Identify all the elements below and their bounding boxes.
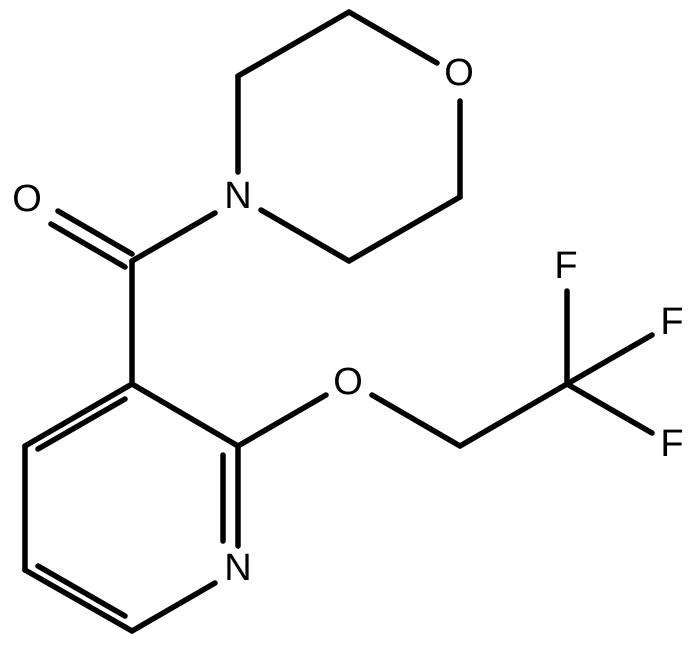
bond-ring-c3-c4-inner [35,396,128,452]
carbonyl-oxygen-label: O [12,178,42,220]
bond-morpholine-upper-left [235,9,352,79]
bond-layer [22,9,655,634]
bond-ring-c5-c6-inner [35,563,128,619]
bond-ring-c3-c4 [22,381,135,449]
bond-cf3-to-f-right [564,332,655,387]
pyridine-nitrogen-label: N [224,547,251,589]
bond-ring-c6-n [129,580,218,634]
bond-carbonyl-double-inner [48,221,128,270]
fluorine-top-label: F [554,245,577,287]
morpholine-nitrogen-label: N [224,175,251,217]
morpholine-oxygen-label: O [444,52,474,94]
bond-cf3-to-f-bottom [564,381,655,436]
bond-carbonyl-double-outer [55,208,135,257]
bond-c2-to-ether-oxygen [235,392,329,449]
bond-morpholine-lower-right [346,194,463,264]
atom-label-layer: O N O O N F F F [12,52,683,589]
fluorine-right-label: F [660,301,683,343]
bond-ring-c2-c3 [129,381,241,449]
bond-ether-oxygen-to-ch2 [369,392,463,449]
bond-carbonyl-to-nitrogen [129,210,218,264]
fluorine-bottom-label: F [660,423,683,465]
ether-oxygen-label: O [333,361,363,403]
bond-ch2-to-cf3 [457,381,570,449]
bond-morpholine-lower-left [258,207,352,264]
bond-ring-c5-c6 [22,567,135,634]
bond-morpholine-upper-right [346,9,440,66]
